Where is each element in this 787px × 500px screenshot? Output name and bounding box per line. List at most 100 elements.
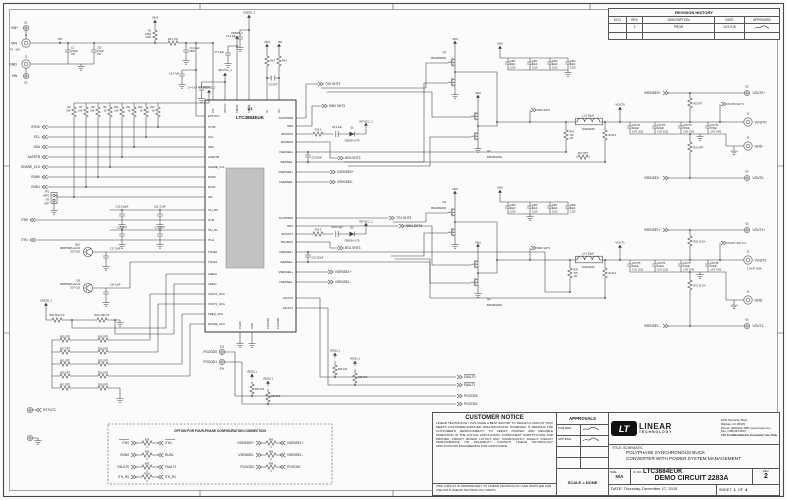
- resistor-symbol: [575, 154, 591, 160]
- offpage-flag-icon: [29, 217, 36, 223]
- net-label: INTVCC_1: [359, 220, 373, 224]
- pin-label: VIN: [211, 109, 215, 113]
- net-label: VOUT0: [615, 103, 625, 107]
- resistor-symbol: [567, 265, 573, 281]
- terminal: [743, 141, 753, 151]
- capacitor-symbol: [182, 45, 190, 59]
- value-label: 22µF: [532, 63, 538, 66]
- ground-symbol: [474, 145, 482, 153]
- rev-description: PROD: [643, 24, 715, 33]
- value-label: 1210: [552, 66, 558, 69]
- value-label: 10K: [90, 110, 95, 113]
- value-label: 7V - 14V: [10, 47, 20, 51]
- resistor-symbol: [249, 381, 255, 397]
- ref-label: CIN2: [532, 60, 538, 63]
- ref-label: E14: [220, 367, 225, 370]
- ref-label: J4: [747, 137, 750, 140]
- pin-label: FAULT1: [283, 306, 293, 310]
- value-label: 22µF: [510, 63, 516, 66]
- rev-label: REV.: [762, 469, 770, 473]
- offpage-flag-icon: [41, 184, 48, 190]
- ref-label: R8: [91, 106, 95, 109]
- resistor-symbol: [95, 104, 101, 120]
- value-label: 6.3V 1210: [632, 268, 644, 271]
- pin-label: GND: [250, 323, 254, 329]
- value-label: 1210: [510, 66, 516, 69]
- value-label: 2k: [128, 110, 131, 113]
- offpage-flag-icon: [29, 237, 36, 243]
- ref-label: R3 0: [270, 60, 276, 63]
- value-label: 2.5V 7343: [710, 130, 722, 133]
- capacitor-symbol: [102, 251, 110, 265]
- net-label: VIN+: [11, 26, 18, 30]
- ref-label: Q4: [487, 297, 491, 301]
- pin-label: SHARE_CLK: [208, 165, 225, 169]
- terminal: [744, 175, 750, 181]
- offpage-flag-icon: [720, 240, 727, 246]
- terminal: [744, 323, 750, 329]
- value-label: 6.3V 1210: [632, 130, 644, 133]
- net-label: VSENSE0+: [337, 170, 354, 174]
- value-label: 0: [146, 480, 148, 483]
- sheet-label: SHEET: [719, 488, 732, 492]
- ground-symbol: [182, 57, 190, 65]
- ref-label: C32: [97, 47, 102, 50]
- power-flag-icon: [43, 302, 49, 309]
- power-flag-icon: [617, 244, 623, 251]
- terminal: [744, 227, 750, 233]
- offpage-flag-icon: [41, 134, 48, 140]
- offpage-flag-icon: [456, 401, 463, 407]
- value-label: 100µF: [632, 127, 639, 130]
- resistor-symbol: [152, 27, 158, 43]
- mosfet-symbol: [470, 109, 479, 123]
- net-label: TG1 SHT3: [396, 216, 411, 220]
- net-label: VIN1: [475, 241, 481, 245]
- offpage-flag-icon: [41, 154, 48, 160]
- net-label: BG0 SHT3: [345, 156, 361, 160]
- ref-label: Q1: [443, 50, 447, 54]
- value-label: 22µF: [532, 207, 538, 210]
- net-label: ITH1: [21, 238, 28, 242]
- ref-label: CIN7: [552, 204, 558, 207]
- inductor-symbol: [576, 117, 601, 123]
- mosfet-symbol: [470, 275, 479, 289]
- pin-label: ITH_R1: [208, 228, 218, 232]
- ref-label: COUT2: [657, 124, 666, 127]
- net-label: SW0 SHT3: [329, 104, 345, 108]
- ref-label: R27 OPT: [60, 348, 71, 351]
- ref-label: C7 1.0µF: [214, 51, 224, 54]
- resistor-symbol: [131, 104, 137, 120]
- confidential-note: LTC Confidential-For Customer Use Only: [720, 432, 777, 437]
- wires: [25, 19, 745, 478]
- pin-label: ITH0: [208, 218, 215, 222]
- ref-label: R40: [269, 438, 274, 441]
- offpage-flag-icon: [329, 179, 336, 185]
- offpage-flag-icon: [329, 169, 336, 175]
- pin-label: SW0: [287, 124, 294, 128]
- ground-symbol: [116, 319, 124, 327]
- pin-label: VOUT1_CFG: [208, 302, 225, 306]
- revision-title: REVISION HISTORY: [609, 9, 779, 17]
- approval-role: PCB DES.: [557, 425, 581, 435]
- power-flag-icon: [265, 380, 271, 387]
- power-flag-icon: [352, 360, 358, 367]
- power-flag-icon: [452, 40, 458, 47]
- resistor-symbol: [687, 139, 693, 155]
- value-label: 270µF: [97, 50, 104, 53]
- ground-symbol: [236, 340, 244, 348]
- ref-label: CIN6: [532, 204, 538, 207]
- ref-label: Q9: [77, 279, 81, 283]
- ref-label: Q3: [443, 200, 447, 204]
- net-label: ALERTB: [28, 155, 40, 159]
- offpage-flag-icon: [662, 175, 669, 181]
- ref-label: R2 1 1%: [168, 37, 179, 41]
- value-label: 1210: [510, 210, 516, 213]
- ref-label: E1: [25, 22, 29, 25]
- date-value: Thursday, December 17, 2015: [623, 486, 678, 491]
- ref-label: R113 0: [609, 134, 617, 137]
- terminal: [21, 59, 31, 69]
- value-label: 2k: [140, 110, 143, 113]
- ref-label: R43: [269, 450, 274, 453]
- pin-label: IN+: [277, 108, 281, 113]
- pin-label: BOOST1: [282, 232, 294, 236]
